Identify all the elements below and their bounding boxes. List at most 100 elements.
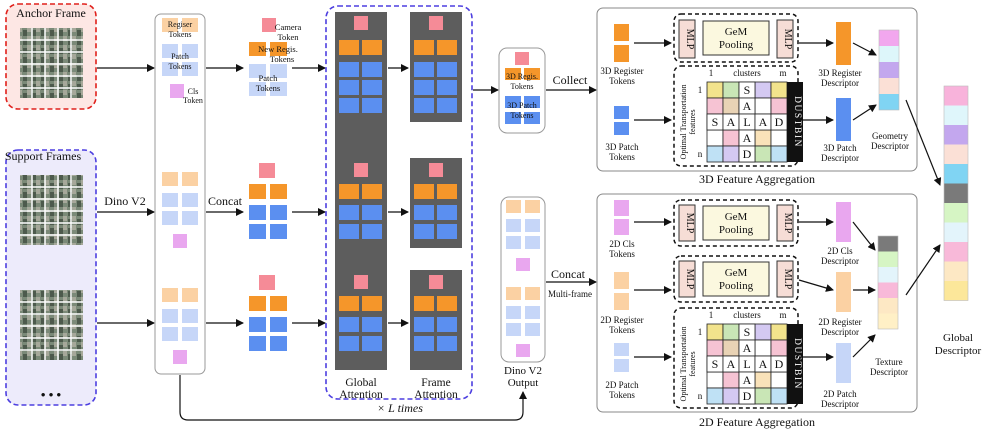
salad-cell: [770, 323, 788, 341]
dino-output-label-2: Output: [508, 377, 539, 389]
new-regis-label-2: Tokens: [270, 54, 294, 64]
anchor-frame-panel: Anchor Frame: [5, 3, 97, 110]
gem-label-2d-4: Pooling: [719, 280, 754, 292]
register-token: [437, 184, 457, 199]
register-token: [362, 184, 382, 199]
2d-register-desc-label-1: 2D Register: [818, 317, 861, 327]
global-desc-label-1: Global: [943, 332, 973, 344]
salad-letter: A: [759, 115, 768, 129]
salad-cell: [722, 97, 740, 115]
geometry-descriptor-segment: [879, 94, 899, 110]
salad-letter-cell: [738, 145, 756, 163]
salad-letter: A: [743, 99, 752, 113]
global-descriptor-segment: [944, 242, 968, 262]
dustbin-column: [787, 82, 803, 162]
texture-descriptor-segment: [878, 298, 898, 314]
salad-letter: D: [775, 357, 784, 371]
support-image-1: [20, 175, 83, 245]
salad-axis-1: 1: [709, 310, 714, 320]
patch-token: [339, 317, 359, 332]
salad-axis-n: n: [698, 391, 703, 401]
salad-cell: [722, 371, 740, 389]
gem-label-3d-1: GeM: [725, 26, 748, 38]
3d-aggregation-title: 3D Feature Aggregation: [699, 172, 815, 186]
3d-inner-arrows: [634, 39, 877, 124]
patch-token: [414, 98, 434, 113]
texture-desc-label-2: Descriptor: [870, 367, 908, 377]
register-token: [362, 40, 382, 55]
frame-attention-label-1: Frame: [421, 377, 450, 389]
camera-token-label-2: Token: [277, 32, 299, 42]
geometry-descriptor-segment: [879, 78, 899, 94]
register-token: [414, 40, 434, 55]
attention-token-grids: [339, 16, 457, 351]
salad-cell: [754, 323, 772, 341]
patch-token: [437, 80, 457, 95]
salad-letter: A: [743, 131, 752, 145]
cls-token-label-2: Token: [183, 96, 203, 105]
3d-patch-in-label-1: 3D Patch: [605, 142, 639, 152]
salad-cell: [770, 97, 788, 115]
2d-register-in-label-2: Tokens: [609, 325, 635, 335]
mlp-label-2d-c: MLP: [684, 269, 695, 290]
patch-token: [362, 80, 382, 95]
patch-tokens-label-2: Tokens: [169, 62, 192, 71]
cls-token-label-1: Cls: [188, 87, 199, 96]
patch-token: [362, 62, 382, 77]
3d-aggregation-panel: 3D Register Tokens 3D Patch Tokens MLP G…: [596, 7, 918, 172]
salad-letter: A: [759, 357, 768, 371]
2d-patch-desc-label-1: 2D Patch: [823, 389, 857, 399]
dustbin-label: DUSTBIN: [792, 338, 802, 390]
patch-token: [414, 336, 434, 351]
salad-letter: S: [712, 115, 719, 129]
salad-cell: [722, 387, 740, 405]
salad-ot-label-1: Optimal Transportation: [679, 85, 688, 160]
dino-out-arrows: [179, 64, 527, 421]
3d-register-desc-label-1: 3D Register: [818, 68, 861, 78]
camera-token: [354, 275, 368, 289]
2d-cls-desc-label-1: 2D Cls: [827, 246, 853, 256]
salad-cell: [770, 81, 788, 99]
register-token: [362, 296, 382, 311]
salad-cell: [754, 145, 772, 163]
salad-cell: [706, 387, 724, 405]
gem-label-2d-1: GeM: [725, 211, 748, 223]
salad-letter: S: [744, 83, 751, 97]
salad-letter: D: [743, 147, 752, 161]
patch-token: [414, 62, 434, 77]
patch-token: [362, 317, 382, 332]
salad-letter: A: [727, 357, 736, 371]
patch-token: [362, 336, 382, 351]
patch-token: [339, 80, 359, 95]
l-times-label: × L times: [377, 401, 423, 415]
patch-token: [437, 224, 457, 239]
salad-cell: [754, 339, 772, 357]
register-token: [414, 296, 434, 311]
texture-descriptor-segment: [878, 236, 898, 252]
geometry-descriptor-segment: [879, 30, 899, 46]
3d-patch-desc-label-1: 3D Patch: [823, 143, 857, 153]
salad-letter-cell: [738, 387, 756, 405]
salad-axis-row-1: 1: [698, 85, 703, 95]
camera-token-label-1: Camera: [275, 22, 302, 32]
patch-token: [339, 336, 359, 351]
camera-token: [429, 163, 443, 177]
gem-label-3d-2: Pooling: [719, 39, 754, 51]
2d-patch-in-label-2: Tokens: [609, 390, 635, 400]
salad-letter: A: [743, 373, 752, 387]
regis-3d-label-2: Tokens: [511, 82, 534, 91]
texture-descriptor-stack: [877, 235, 899, 330]
patch-token: [414, 80, 434, 95]
global-descriptor-segment: [944, 222, 968, 242]
2d-register-desc-label-2: Descriptor: [821, 327, 859, 337]
global-descriptor-segment: [944, 144, 968, 164]
global-descriptor-segment: [944, 164, 968, 184]
register-tokens-label-2: Tokens: [169, 30, 192, 39]
collect-label: Collect: [553, 73, 588, 87]
new-regis-label-1: New Regis.: [258, 44, 298, 54]
salad-letter: S: [712, 357, 719, 371]
dustbin-label: DUSTBIN: [792, 96, 802, 148]
patch-token: [339, 98, 359, 113]
patch-token: [339, 224, 359, 239]
